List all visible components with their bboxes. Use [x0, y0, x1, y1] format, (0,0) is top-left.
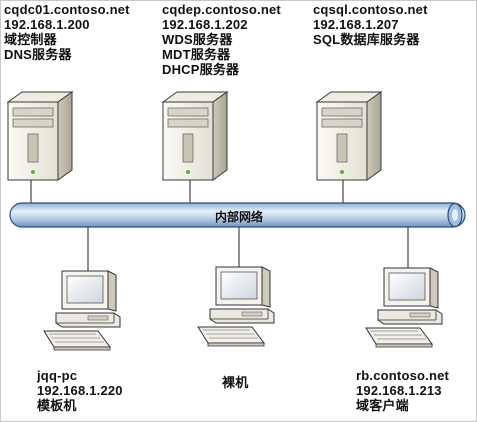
server-sql-label: cqsql.contoso.net 192.168.1.207 SQL数据库服务…: [313, 2, 428, 47]
server-tower-icon: [316, 91, 382, 181]
connector-lines: [30, 180, 409, 275]
client-template-ip: 192.168.1.220: [37, 383, 123, 398]
server-dc-ip: 192.168.1.200: [4, 17, 90, 32]
client-template-label: jqq-pc 192.168.1.220 模板机: [37, 368, 123, 413]
server-dep-role: DHCP服务器: [162, 62, 240, 77]
client-rb-ip: 192.168.1.213: [356, 383, 442, 398]
server-dep-host: cqdep.contoso.net: [162, 2, 281, 17]
server-sql-ip: 192.168.1.207: [313, 17, 399, 32]
desktop-computer-icon: [365, 267, 443, 348]
client-template-name: jqq-pc: [37, 368, 78, 383]
server-dep-role: WDS服务器: [162, 32, 233, 47]
client-rb-label: rb.contoso.net 192.168.1.213 域客户端: [356, 368, 449, 413]
server-dep-role: MDT服务器: [162, 47, 231, 62]
server-dc-role: 域控制器: [4, 32, 57, 47]
client-rb-role: 域客户端: [356, 398, 409, 413]
server-dc-label: cqdc01.contoso.net 192.168.1.200 域控制器 DN…: [4, 2, 130, 62]
server-tower-icon: [7, 91, 73, 181]
client-template-role: 模板机: [37, 398, 77, 413]
server-tower-icon: [162, 91, 228, 181]
client-rb-host: rb.contoso.net: [356, 368, 450, 383]
server-dc-role: DNS服务器: [4, 47, 72, 62]
server-dep-ip: 192.168.1.202: [162, 17, 248, 32]
desktop-computer-icon: [197, 266, 275, 347]
server-dc-host: cqdc01.contoso.net: [4, 2, 130, 17]
desktop-computer-icon: [43, 270, 121, 351]
client-bare-label: 裸机: [222, 375, 248, 390]
network-label: 内部网络: [215, 209, 263, 224]
network-backbone: 内部网络: [9, 202, 466, 228]
server-sql-role: SQL数据库服务器: [313, 32, 420, 47]
server-sql-host: cqsql.contoso.net: [313, 2, 428, 17]
server-dep-label: cqdep.contoso.net 192.168.1.202 WDS服务器 M…: [162, 2, 281, 77]
client-bare-role: 裸机: [222, 375, 249, 390]
